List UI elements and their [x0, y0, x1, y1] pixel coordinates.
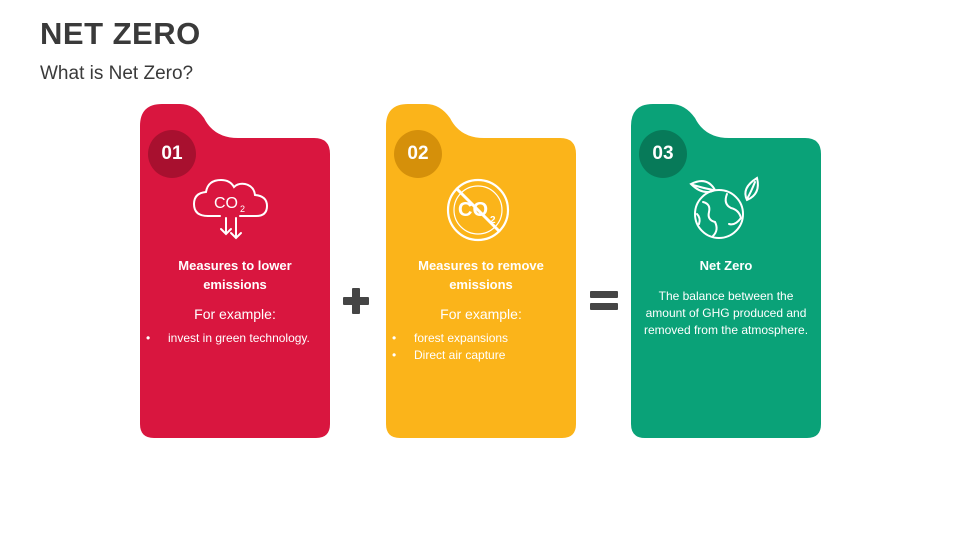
card-number-badge: 01 — [148, 130, 196, 178]
card-title: Measures to remove emissions — [418, 258, 544, 292]
plus-icon — [343, 288, 369, 314]
svg-text:CO: CO — [214, 195, 238, 212]
example-label: For example: — [194, 306, 276, 322]
svg-text:2: 2 — [490, 215, 496, 226]
list-item: invest in green technology. — [146, 330, 322, 347]
page-title: NET ZERO — [40, 16, 201, 51]
example-label: For example: — [440, 306, 522, 322]
page-subtitle: What is Net Zero? — [40, 63, 194, 84]
list-item: Direct air capture — [392, 347, 568, 364]
bullet-list: invest in green technology. — [146, 330, 322, 347]
card-title: Measures to lower emissions — [178, 258, 292, 292]
svg-text:2: 2 — [240, 204, 245, 214]
card-number-badge: 03 — [639, 130, 687, 178]
globe-leaves-icon — [689, 176, 759, 239]
list-item: forest expansions — [392, 330, 568, 347]
card-background — [631, 104, 821, 438]
card-lower-emissions: 01 CO 2 Measures to lower emissions For … — [138, 102, 332, 440]
card-number-badge: 02 — [394, 130, 442, 178]
card-net-zero: 03 Net Zero The balance between the amou… — [629, 102, 823, 440]
card-description: The balance between the amount of GHG pr… — [643, 289, 809, 337]
equals-icon — [590, 291, 618, 310]
no-co2-icon: CO 2 — [446, 178, 510, 242]
card-title: Net Zero — [699, 258, 753, 273]
svg-text:CO: CO — [458, 199, 488, 221]
co2-cloud-icon: CO 2 — [192, 178, 269, 240]
card-background — [140, 104, 330, 438]
card-remove-emissions: 02 CO 2 Measures to remove emissions For… — [384, 102, 578, 440]
bullet-list: forest expansions Direct air capture — [392, 330, 568, 364]
